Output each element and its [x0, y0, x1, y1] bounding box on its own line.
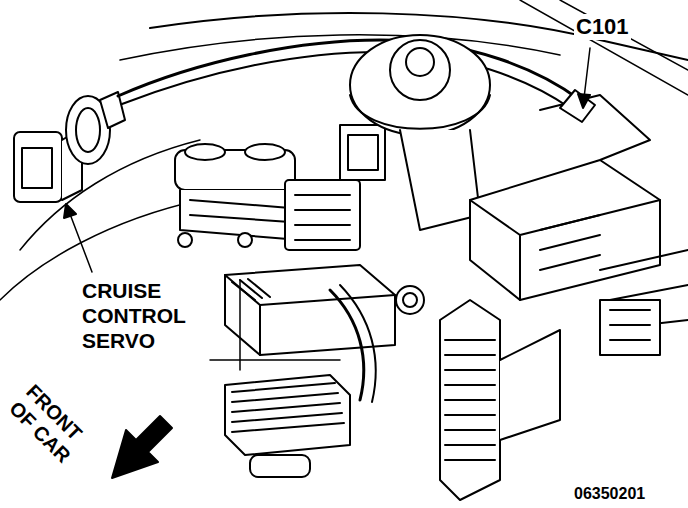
connector-label: C101 [574, 14, 631, 40]
figure-number: 06350201 [572, 484, 647, 503]
part-label: CRUISE CONTROL SERVO [80, 278, 196, 354]
direction-label: FRONT OF CAR [3, 378, 99, 474]
